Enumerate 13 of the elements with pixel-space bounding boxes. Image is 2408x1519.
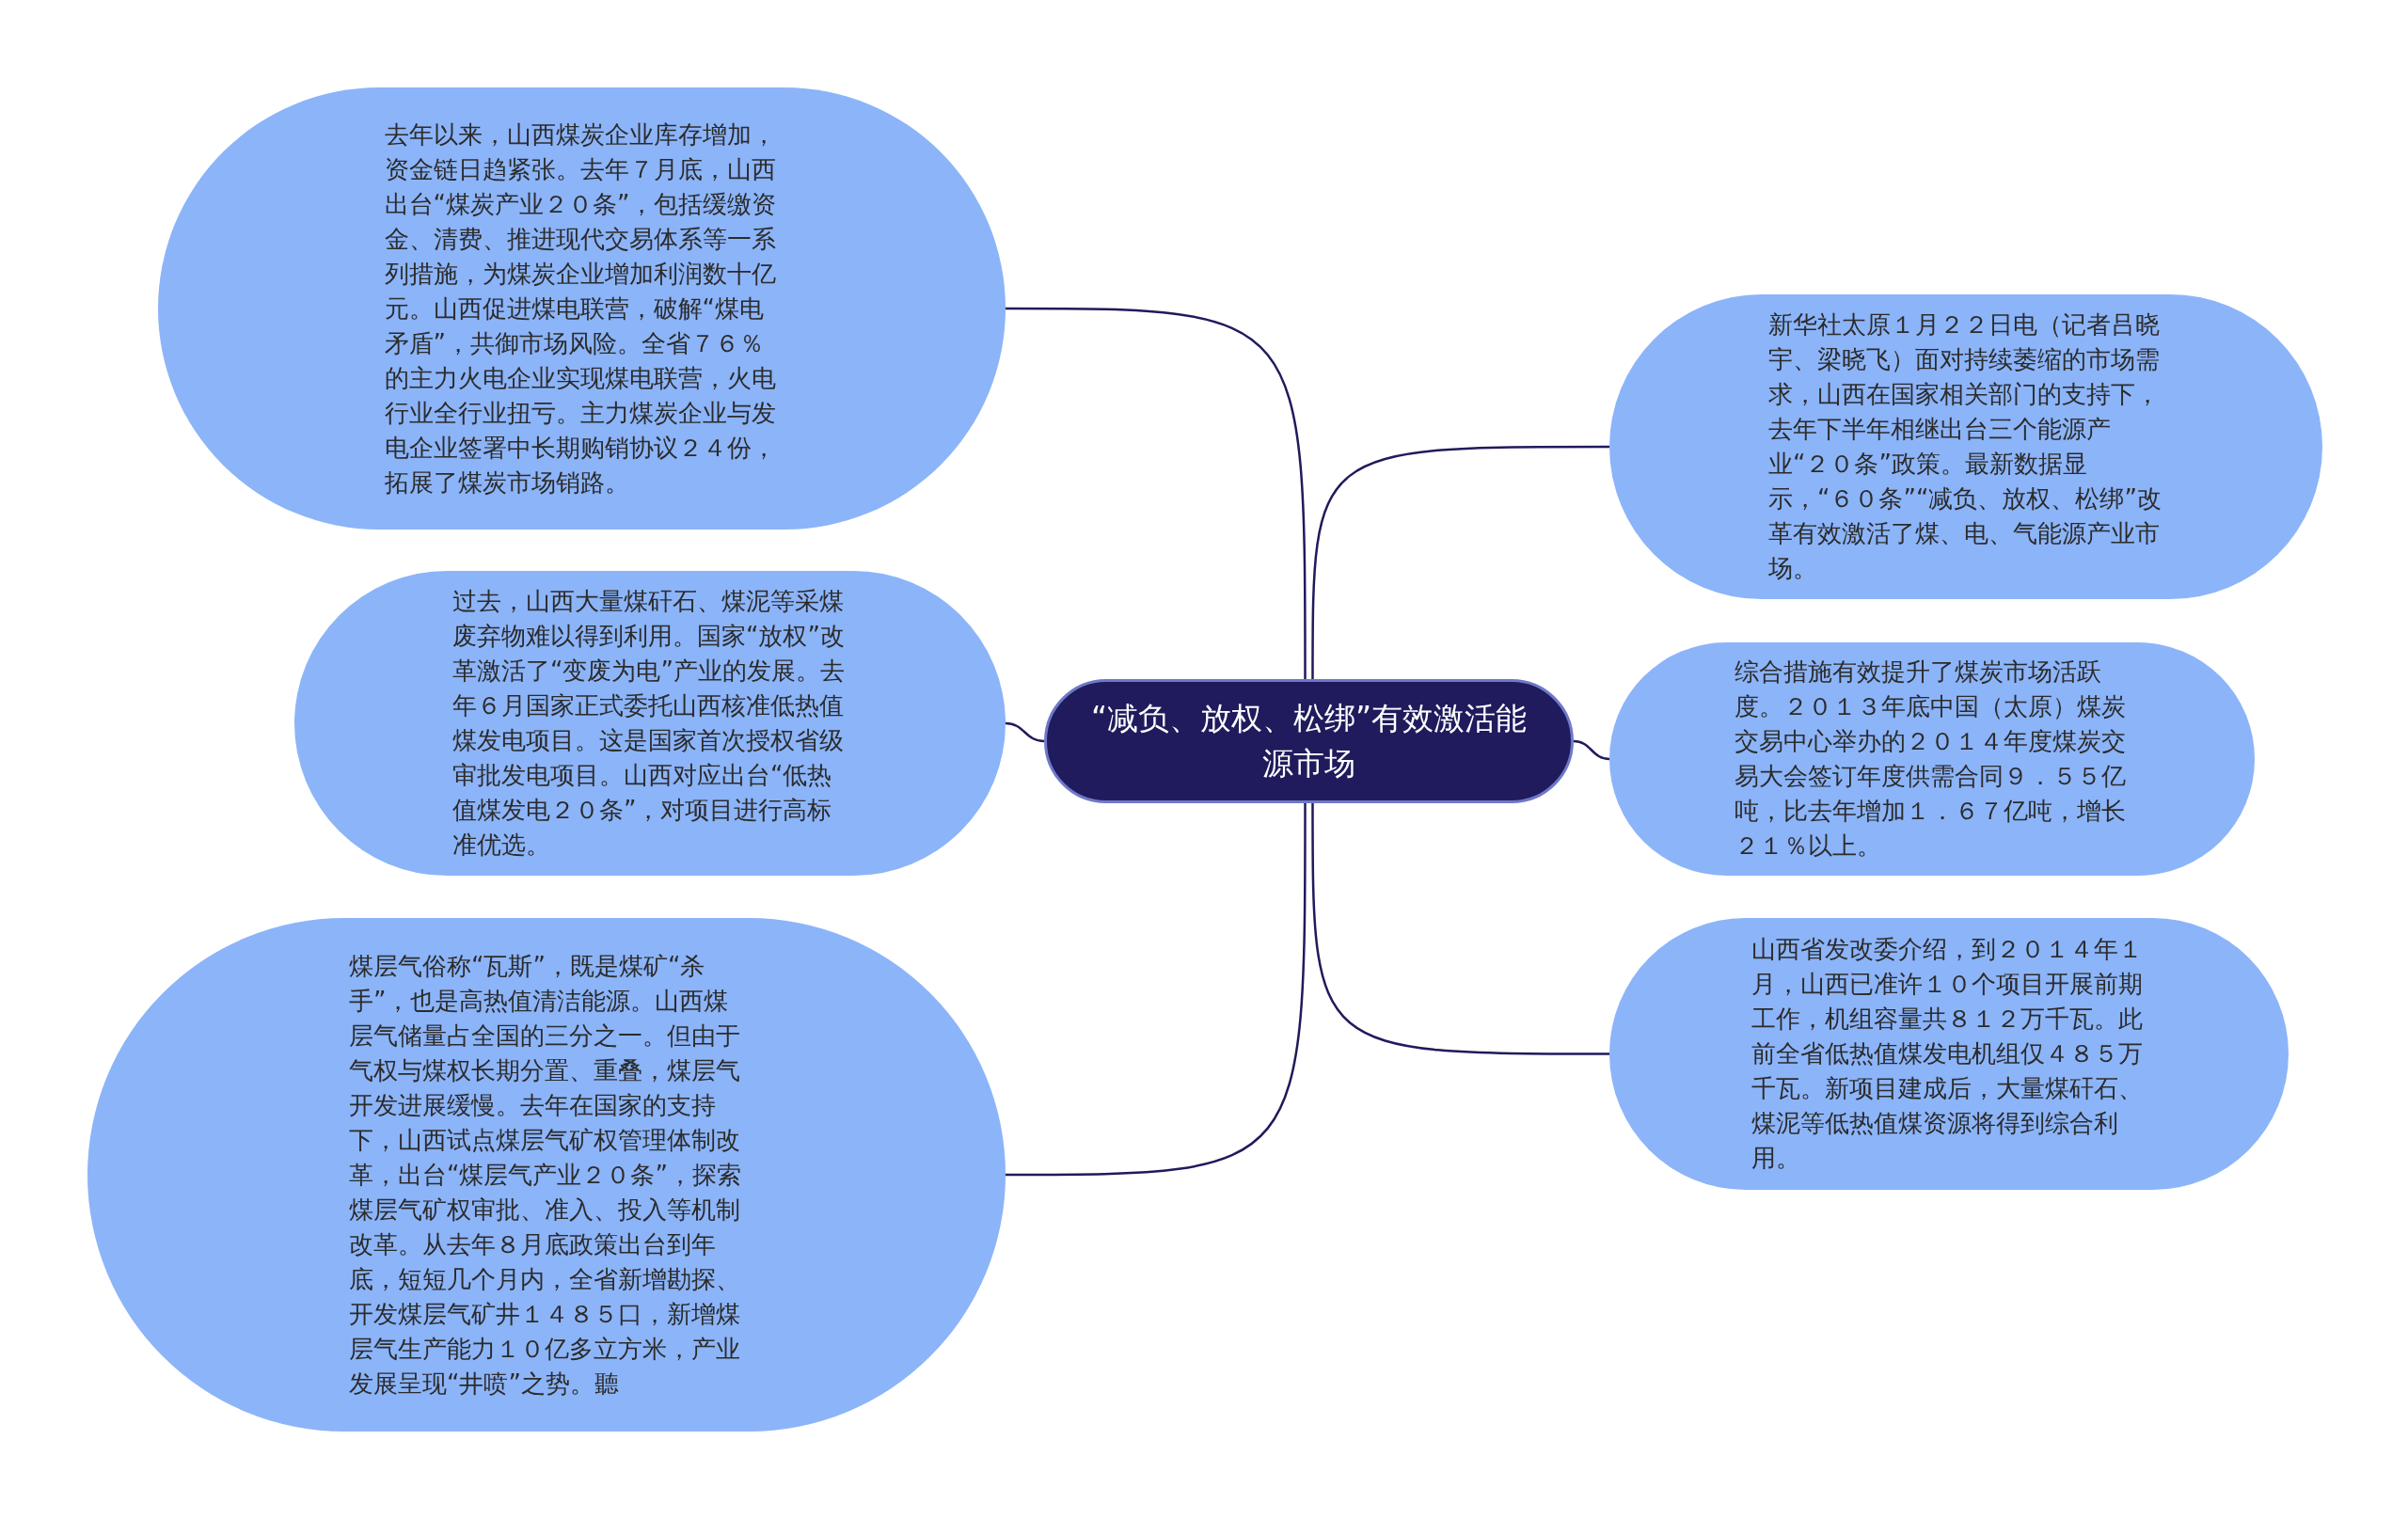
topic-text: 综合措施有效提升了煤炭市场活跃度。２０１３年底中国（太原）煤炭交易中心举办的２０１４年度煤炭交易大会签订年度供需合同９．５５亿吨，比去年增加１．６７亿吨，增长２１％以上。 <box>1735 657 2127 862</box>
connector-line <box>1311 803 1609 1055</box>
topic-text: 新华社太原１月２２日电（记者吕晓宇、梁晓飞）面对持续萎缩的市场需求，山西在国家相关部门的支持下，去年下半年相继出台三个能源产业“２０条”政策。最新数据显示，“６０条”“减负、放权、松绑”改革有效激活了煤、电、气能源产业市场。 <box>1768 309 2162 584</box>
connector-line <box>1006 803 1307 1177</box>
topic-text: 去年以来，山西煤炭企业库存增加，资金链日趋紧张。去年７月底，山西出台“煤炭产业２０条”，包括缓缴资金、清费、推进现代交易体系等一系列措施，为煤炭企业增加利润数十亿元。山西促进煤电联营，破解“煤电矛盾”，共御市场风险。全省７６％的主力火电企业实现煤电联营，火电行业全行业扭亏。主力煤炭企业与发电企业签署中长期购销协议２４份，拓展了煤炭市场销路。 <box>384 119 778 498</box>
connector-line <box>1573 739 1610 761</box>
connector-line <box>1311 445 1609 679</box>
topic-text: 过去，山西大量煤矸石、煤泥等采煤废弃物难以得到利用。国家“放权”改革激活了“变废为电”产业的发展。去年６月国家正式委托山西核准低热值煤发电项目。这是国家首次授权省级审批发电项目。山西对应出台“低热值煤发电２０条”，对项目进行高标准优选。 <box>452 586 846 861</box>
topic-text: 山西省发改委介绍，到２０１４年１月，山西已准许１０个项目开展前期工作，机组容量共８１２万千瓦。此前全省低热值煤发电机组仅４８５万千瓦。新项目建成后，大量煤矸石、煤泥等低热值煤资源将得到综合利用。 <box>1751 934 2144 1174</box>
topic-text: 煤层气俗称“瓦斯”，既是煤矿“杀手”，也是高热值清洁能源。山西煤层气储量占全国的三分之一。但由于气权与煤权长期分置、重叠，煤层气开发进展缓慢。去年在国家的支持下，山西试点煤层气矿权管理体制改革，出台“煤层气产业２０条”，探索煤层气矿权审批、准入、投入等机制改革。从去年８月底政策出台到年底，短短几个月内，全省新增勘探、开发煤层气矿井１４８５口，新增煤层气生产能力１０亿多立方米，产业发展呈现“井喷”之势。聽 <box>349 950 742 1400</box>
connector-line <box>1006 307 1307 679</box>
connector-line <box>1005 721 1045 743</box>
topic-title: “减负、放权、松绑”有效激活能源市场 <box>1089 699 1529 783</box>
